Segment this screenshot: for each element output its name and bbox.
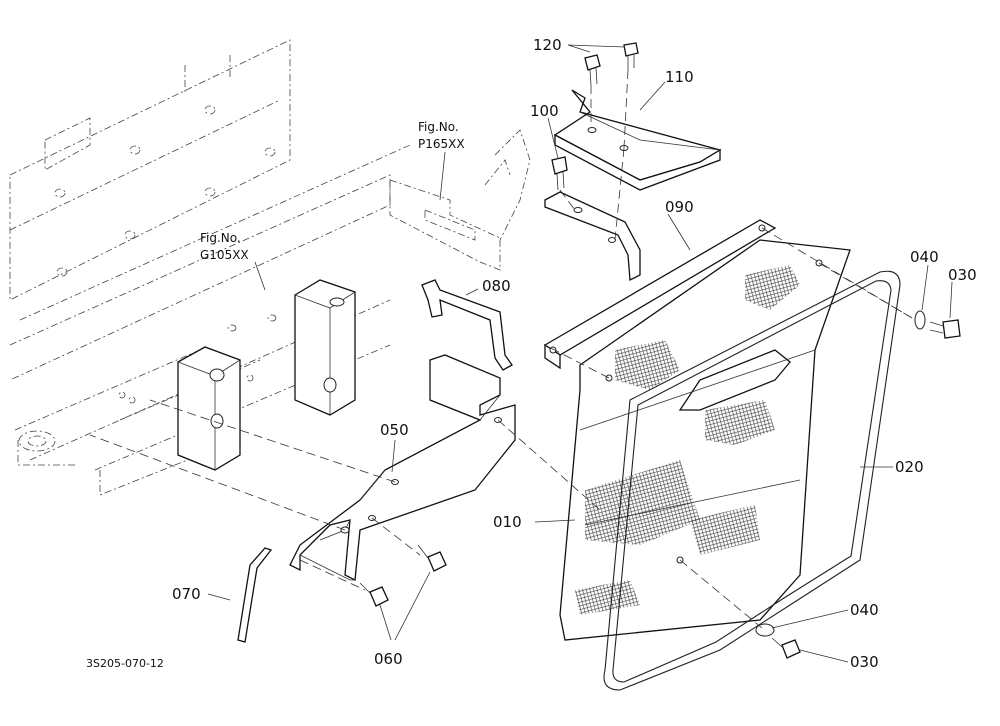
label-080: 080 bbox=[482, 277, 511, 295]
label-050: 050 bbox=[380, 421, 409, 439]
washer-040-lower bbox=[755, 623, 775, 637]
part-110-upper-cover bbox=[553, 89, 722, 191]
bolt-060-upper bbox=[417, 544, 447, 572]
label-090: 090 bbox=[665, 198, 694, 216]
reference-bracket-p165xx bbox=[389, 129, 531, 271]
assembly-lines bbox=[89, 69, 913, 629]
label-030-upper: 030 bbox=[948, 266, 977, 284]
part-100-stay bbox=[544, 191, 641, 282]
bolt-030-lower bbox=[771, 637, 801, 659]
label-110: 110 bbox=[665, 68, 694, 86]
label-040-upper: 040 bbox=[910, 248, 939, 266]
figure-reference-g105xx: Fig.No. G105XX bbox=[200, 231, 249, 262]
figure-ref-p165xx-line2: P165XX bbox=[418, 137, 465, 151]
part-080-rod bbox=[421, 279, 513, 371]
figure-ref-g105xx-line2: G105XX bbox=[200, 248, 249, 262]
bolt-060-lower bbox=[359, 582, 389, 607]
leader-lines bbox=[207, 44, 953, 663]
part-090-stay-bar bbox=[543, 219, 777, 370]
figure-reference-p165xx: Fig.No. P165XX bbox=[418, 120, 465, 151]
drawing-code: 3S205-070-12 bbox=[86, 657, 164, 670]
label-030-lower: 030 bbox=[850, 653, 879, 671]
figure-ref-g105xx-line1: Fig.No. bbox=[200, 231, 241, 245]
label-040-lower: 040 bbox=[850, 601, 879, 619]
label-060: 060 bbox=[374, 650, 403, 668]
washer-040-upper bbox=[914, 310, 926, 330]
bolt-120-right bbox=[623, 42, 639, 70]
label-070: 070 bbox=[172, 585, 201, 603]
bolt-030-upper bbox=[929, 319, 961, 339]
frame-spacer-blocks bbox=[177, 279, 356, 471]
bolt-100 bbox=[551, 156, 568, 191]
label-010: 010 bbox=[493, 513, 522, 531]
label-120: 120 bbox=[533, 36, 562, 54]
part-010-screen-panel bbox=[559, 239, 851, 641]
part-070-strip bbox=[237, 547, 273, 643]
label-020: 020 bbox=[895, 458, 924, 476]
label-100: 100 bbox=[530, 102, 559, 120]
bolt-120-left bbox=[584, 54, 601, 86]
part-labels: 120 110 100 090 080 050 010 020 040 030 … bbox=[172, 36, 977, 671]
part-020-seal-ring bbox=[603, 270, 901, 691]
figure-ref-p165xx-line1: Fig.No. bbox=[418, 120, 459, 134]
